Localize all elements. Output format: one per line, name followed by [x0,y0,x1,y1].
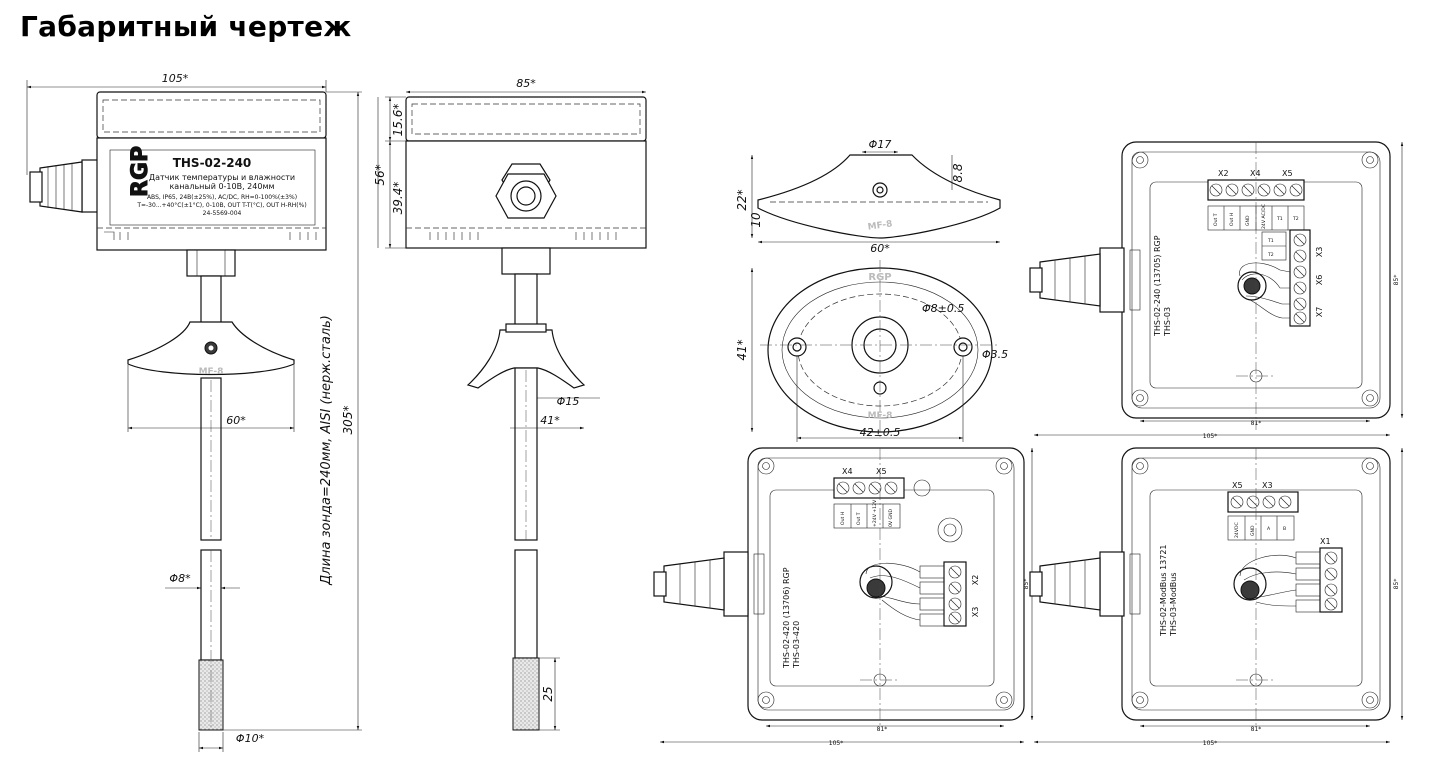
front-probe [200,377,222,541]
board1-terminal-x4: X4 [1250,169,1261,178]
dim-side-body: 39.4* [391,182,405,215]
dim-probe-diameter: Φ8* [169,572,191,585]
board3-dim-height: 85* [1393,579,1400,590]
flange-profile-mark: МF-8 [867,219,893,232]
board-ths-02-420: X4 X5 Out H Out T +24V +12V 0V GND X2 X3 [653,447,1034,747]
board1-dim-width: 105* [1203,433,1217,440]
board3-terminal-x5: X5 [1232,481,1243,490]
label-line1: Датчик температуры и влажности [149,173,295,182]
board3-terminal-x3: X3 [1262,481,1273,490]
dim-tip-length: 25 [541,686,555,701]
board2-caption2: THS-03-420 [792,621,801,669]
front-cable-gland [29,159,99,213]
board3-dim-width: 105* [1203,740,1217,747]
dim-flange-width: 60* [870,242,890,255]
board3-caption1: THS-02-ModBus 13721 [1159,544,1168,637]
dim-center-hole: Φ8±0.5 [922,302,964,315]
dim-front-flange-width: 60* [226,414,246,427]
dim-flange-h3: 10 [749,212,763,228]
dim-mount-hole: Φ3.5 [982,348,1008,361]
front-flange-mark: МF-8 [199,367,224,377]
board3-pin-b: B [1283,526,1286,532]
dim-front-width: 105* [162,72,189,85]
board2-sensor [866,578,886,598]
board2-terminal-x3: X3 [971,607,980,618]
board3-sensor [1240,580,1260,600]
dim-tip-diameter: Φ10* [236,732,265,745]
page-title: Габаритный чертеж [20,10,352,43]
board1-terminal-x3: X3 [1315,247,1324,258]
board1-dim-height: 85* [1393,275,1400,286]
front-housing-lid [96,91,327,139]
board3-pin-24vdc: 24VDC [1234,522,1240,538]
board1-pin-t1: T1 [1276,216,1283,222]
dim-side-flange-h: 41* [540,414,560,427]
board1-terminal-x2: X2 [1218,169,1229,178]
probe-note: Длина зонда=240мм, AISI (нерж.сталь) [319,315,334,586]
board2-dim-inner: 81* [877,726,888,733]
board2-pin-24v: +24V +12V [872,499,878,527]
dim-side-height: 56* [373,164,387,185]
board1-terminal-x5: X5 [1282,169,1293,178]
dim-front-total-height: 305* [341,406,355,435]
label-line3: ABS, IP65, 24В(±25%), AC/DC, RH=0-100%(±… [147,194,297,201]
board-ths-02-modbus: X5 X3 24VDC GND A B X1 THS-02-ModBus 1 [1029,447,1404,747]
dim-side-top: 15.6* [391,104,405,137]
flange-views: МF-8 Φ17 8.8 22* 10 60* RGP МF-8 Φ8±0.5 … [735,138,1008,442]
side-sensor-tip [512,657,540,731]
board1-caption2: THS-03 [1163,307,1172,337]
board1-pin-gnd: GND [1245,215,1251,226]
board2-pin-out-t: Out T [856,512,862,525]
label-line5: 24-5569-004 [203,210,242,217]
board1-pin-t2: T2 [1292,216,1299,222]
board2-terminal-x5: X5 [876,467,887,476]
board2-dim-width: 105* [829,740,843,747]
board3-pin-gnd: GND [1250,525,1256,536]
dim-flange-h2: 22* [735,189,749,210]
front-housing-body [96,137,327,251]
dim-side-width: 85* [516,77,536,90]
product-label [109,149,316,226]
svg-text:RGP: RGP [868,272,891,283]
board2-pin-gnd: 0V GND [888,508,894,527]
board1-side-pin-t1: T1 [1267,238,1274,244]
logo-rgp: RGP [128,146,153,197]
side-flange [466,329,586,389]
front-nut [186,249,236,277]
dim-side-flange-dia: Φ15 [557,395,580,408]
board1-pin-out-t: Out T [1213,213,1219,226]
board-ths-02-240: X2 X4 X5 Out T Out H GND 24V AC/DC T1 T2 [1029,141,1404,440]
board3-dim-inner: 81* [1251,726,1262,733]
board3-pin-a: A [1267,526,1271,532]
label-line4: T=-30...+40°C(±1°C), 0-10В, OUT T-T(°C),… [136,202,306,209]
front-view: RGP THS-02-240 Датчик температуры и влаж… [26,72,362,752]
board1-pin-out-h: Out H [1229,213,1235,226]
dim-flange-h1: 8.8 [951,163,965,182]
board2-cable-gland [663,557,725,611]
flange-oval-mark: МF-8 [868,411,893,421]
dim-oval-height: 41* [735,339,749,360]
dim-hole-spacing: 42±0.5 [860,426,901,439]
board1-caption1: THS-02-240 (13705) RGP [1153,235,1162,337]
side-view: 85* 15.6* 39.4* 56* Φ15 41* 25 [373,77,647,731]
side-housing-lid [405,96,647,142]
board2-terminal-x4: X4 [842,467,853,476]
board1-side-pin-t2: T2 [1267,252,1274,258]
board1-terminal-x6: X6 [1315,275,1324,286]
label-line2: канальный 0-10В, 240мм [169,182,274,191]
label-model: THS-02-240 [173,156,252,170]
board3-caption2: THS-03-ModBus [1169,572,1178,637]
board2-caption1: THS-02-420 (13706) RGP [782,567,791,669]
board2-pin-out-h: Out H [840,512,846,525]
dim-flange-hole: Φ17 [869,138,892,151]
board1-terminal-x7: X7 [1315,307,1324,318]
board1-sensor [1243,277,1261,295]
board3-terminal-x1: X1 [1320,537,1331,546]
board2-dim-height: 85* [1023,579,1030,590]
board1-dim-inner: 81* [1251,420,1262,427]
board2-terminal-x2: X2 [971,575,980,586]
board1-pin-24v: 24V AC/DC [1261,204,1267,229]
